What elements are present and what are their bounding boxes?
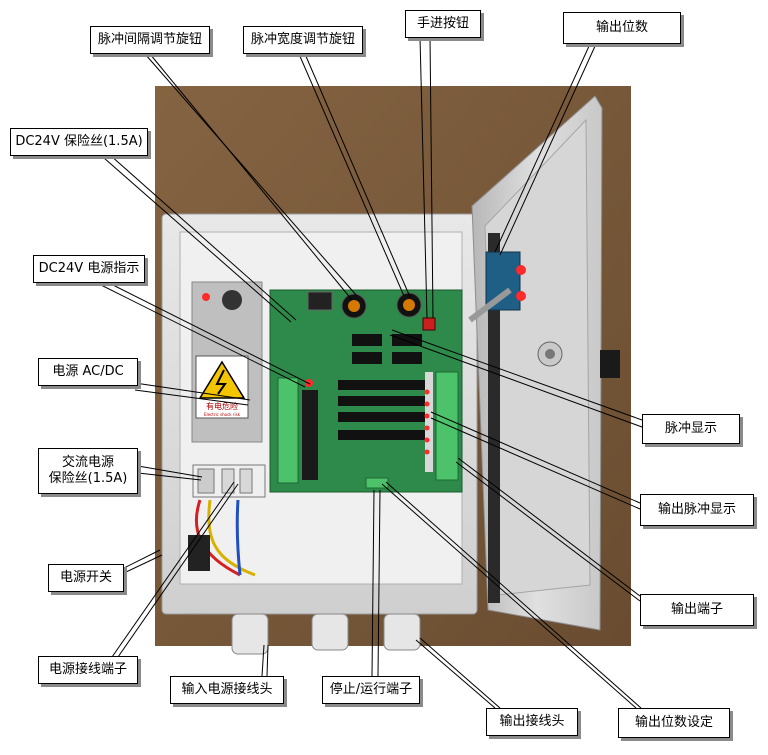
fuse-holder <box>307 291 333 311</box>
label-dc24v-fuse: DC24V 保险丝(1.5A) <box>10 128 148 156</box>
gland-middle <box>311 613 349 651</box>
label-pulse-display: 脉冲显示 <box>642 414 740 444</box>
label-ac-power-fuse-line2: 保险丝(1.5A) <box>48 471 128 486</box>
gland-input <box>231 613 269 655</box>
display-led-2 <box>516 291 526 301</box>
stop-run-terminal-block <box>365 477 389 489</box>
warning-sign-text: 有电危险 <box>206 401 238 411</box>
label-ac-power-fuse: 交流电源 保险丝(1.5A) <box>38 448 138 494</box>
label-power-terminal: 电源接线端子 <box>38 656 138 684</box>
label-pulse-interval-knob: 脉冲间隔调节旋钮 <box>90 26 210 54</box>
driver-array <box>302 390 318 480</box>
input-terminal-strip <box>277 377 299 484</box>
leader-lines <box>96 36 643 709</box>
label-pulse-width-knob: 脉冲宽度调节旋钮 <box>243 26 363 54</box>
door-gasket <box>488 233 500 603</box>
label-power-switch: 电源开关 <box>48 564 124 592</box>
label-output-digits-setting: 输出位数设定 <box>618 708 730 738</box>
label-dc24v-power-indicator: DC24V 电源指示 <box>33 255 145 283</box>
label-power-acdc: 电源 AC/DC <box>38 358 138 386</box>
wire-blue <box>235 499 242 576</box>
output-terminal-strip <box>435 371 459 481</box>
wire-yellow <box>207 499 256 577</box>
label-manual-button: 手进按钮 <box>405 10 481 38</box>
label-output-terminal: 输出端子 <box>640 594 754 626</box>
label-output-pulse-display: 输出脉冲显示 <box>640 494 754 526</box>
label-ac-power-fuse-line1: 交流电源 <box>61 454 114 470</box>
power-switch-body <box>188 535 210 571</box>
warning-sign-subtext: Electric shock risk <box>204 412 241 417</box>
label-output-digits: 输出位数 <box>563 12 681 44</box>
gland-output <box>383 613 421 651</box>
display-led-1 <box>516 265 526 275</box>
label-input-power-connector: 输入电源接线头 <box>170 676 284 704</box>
warning-triangle <box>198 360 246 399</box>
capacitor <box>222 290 242 310</box>
ribbon-cable <box>468 287 512 323</box>
label-output-connector: 输出接线头 <box>486 708 578 736</box>
manual-button <box>422 317 436 331</box>
label-stop-run-terminal: 停止/运行端子 <box>322 676 420 704</box>
power-led <box>202 293 210 301</box>
door-handle <box>600 350 620 378</box>
